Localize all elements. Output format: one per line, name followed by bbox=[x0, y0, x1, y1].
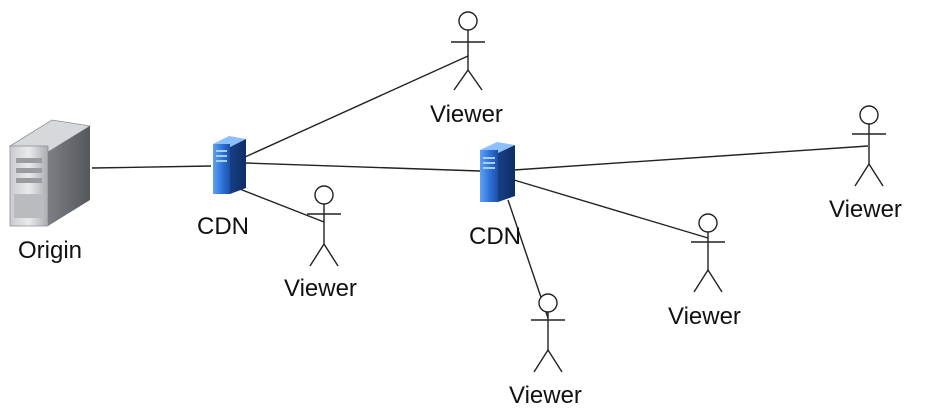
connection-lines bbox=[91, 55, 869, 319]
viewer-node-cdn1: Viewer bbox=[284, 185, 357, 302]
edge-cdn2-viewer-right bbox=[513, 145, 869, 171]
viewer-node-top: Viewer bbox=[430, 11, 503, 128]
origin-node: Origin bbox=[8, 119, 92, 264]
cdn-label-2: CDN bbox=[469, 223, 521, 250]
stick-figure-icon bbox=[531, 293, 565, 373]
cdn-node-1: CDN bbox=[197, 136, 249, 240]
viewer-label-cdn1: Viewer bbox=[284, 275, 357, 302]
viewer-node-bottom: Viewer bbox=[509, 293, 582, 409]
stick-figure-icon bbox=[451, 11, 485, 91]
edge-cdn1-viewer bbox=[231, 185, 325, 223]
stick-figure-icon bbox=[307, 185, 341, 267]
cdn-label-1: CDN bbox=[197, 213, 249, 240]
server-tower-icon bbox=[8, 119, 92, 227]
edge-cdn2-viewer-mid bbox=[513, 179, 709, 239]
viewer-label-mid: Viewer bbox=[668, 303, 741, 330]
viewer-label-right: Viewer bbox=[829, 196, 902, 223]
viewer-label-top: Viewer bbox=[430, 101, 503, 128]
viewer-node-mid: Viewer bbox=[668, 213, 741, 330]
edge-origin-cdn1 bbox=[91, 165, 212, 169]
stick-figure-icon bbox=[852, 105, 886, 187]
viewer-node-right: Viewer bbox=[829, 105, 902, 223]
edge-cdn1-viewer-top bbox=[244, 55, 469, 158]
viewer-label-bottom: Viewer bbox=[509, 382, 582, 409]
cdn-server-icon bbox=[213, 136, 246, 194]
cdn-node-2: CDN bbox=[469, 142, 521, 250]
origin-label: Origin bbox=[18, 237, 82, 264]
cdn-server-icon bbox=[480, 142, 515, 202]
stick-figure-icon bbox=[691, 213, 725, 293]
edge-cdn1-cdn2 bbox=[244, 162, 481, 172]
